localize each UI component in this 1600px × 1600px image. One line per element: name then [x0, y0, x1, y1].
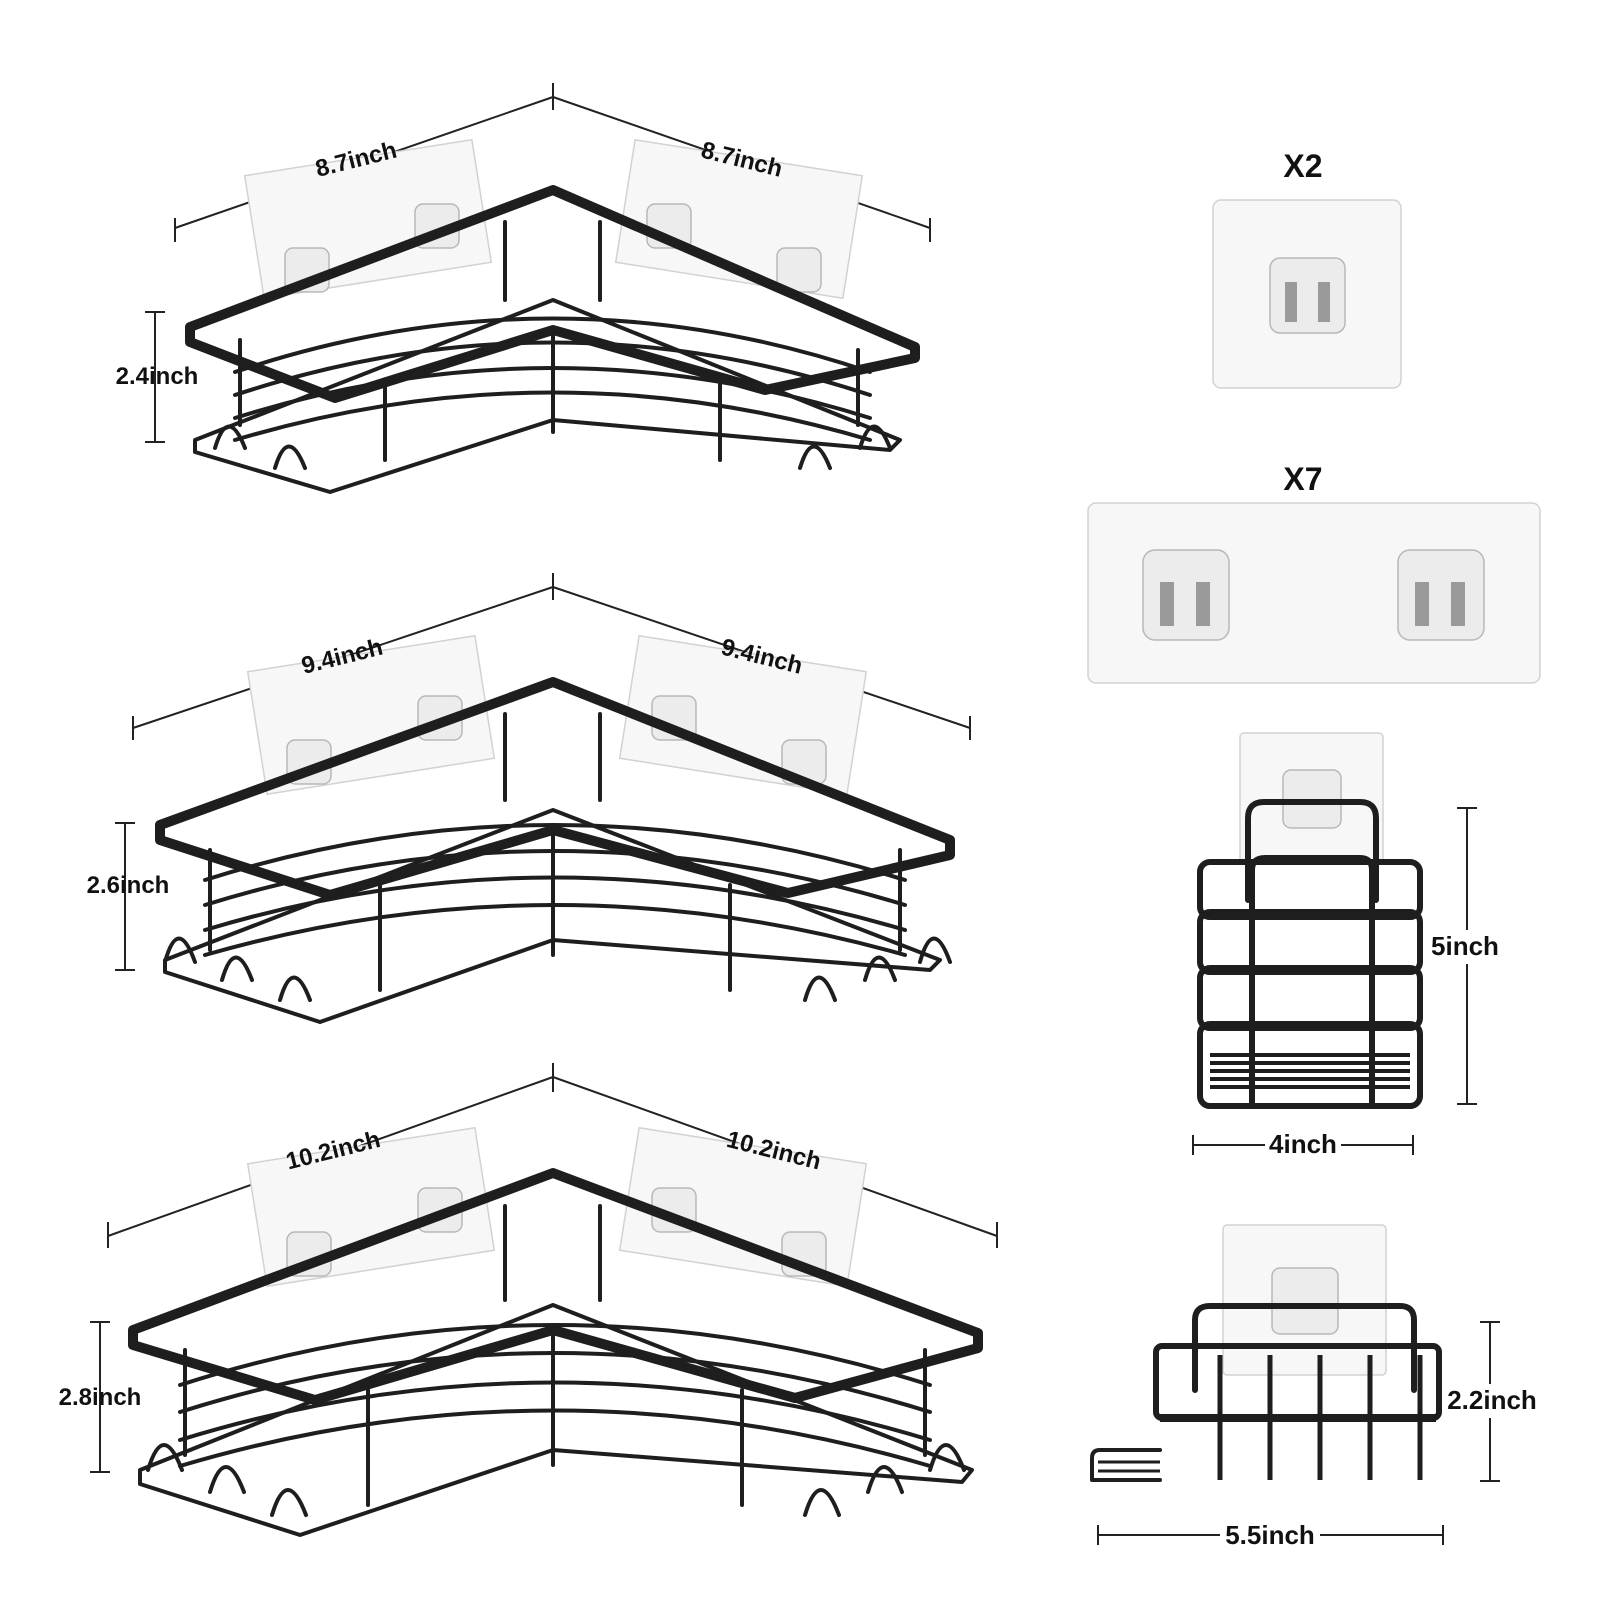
corner-basket-small: 8.7inch 8.7inch 2.4inch — [116, 83, 931, 494]
holder-width: 4inch — [1269, 1129, 1337, 1159]
holder-height: 5inch — [1431, 931, 1499, 961]
soap-dish-height: 2.2inch — [1447, 1385, 1537, 1415]
corner-basket-medium: 9.4inch 9.4inch 2.6inch — [87, 573, 971, 1024]
corner-basket-large: 10.2inch 10.2inch 2.8inch — [59, 1063, 998, 1537]
hanging-holder: 5inch 4inch — [1192, 732, 1500, 1160]
basket-medium-height: 2.6inch — [87, 872, 170, 899]
single-hook-quantity: X2 — [1283, 148, 1322, 184]
basket-large-height: 2.8inch — [59, 1384, 142, 1411]
soap-dish: 2.2inch 5.5inch — [1090, 1224, 1538, 1552]
double-adhesive-hook: X7 — [1087, 461, 1541, 684]
soap-dish-width: 5.5inch — [1225, 1520, 1315, 1550]
double-hook-quantity: X7 — [1283, 461, 1322, 497]
single-adhesive-hook: X2 — [1212, 148, 1402, 389]
basket-small-height: 2.4inch — [116, 363, 199, 390]
